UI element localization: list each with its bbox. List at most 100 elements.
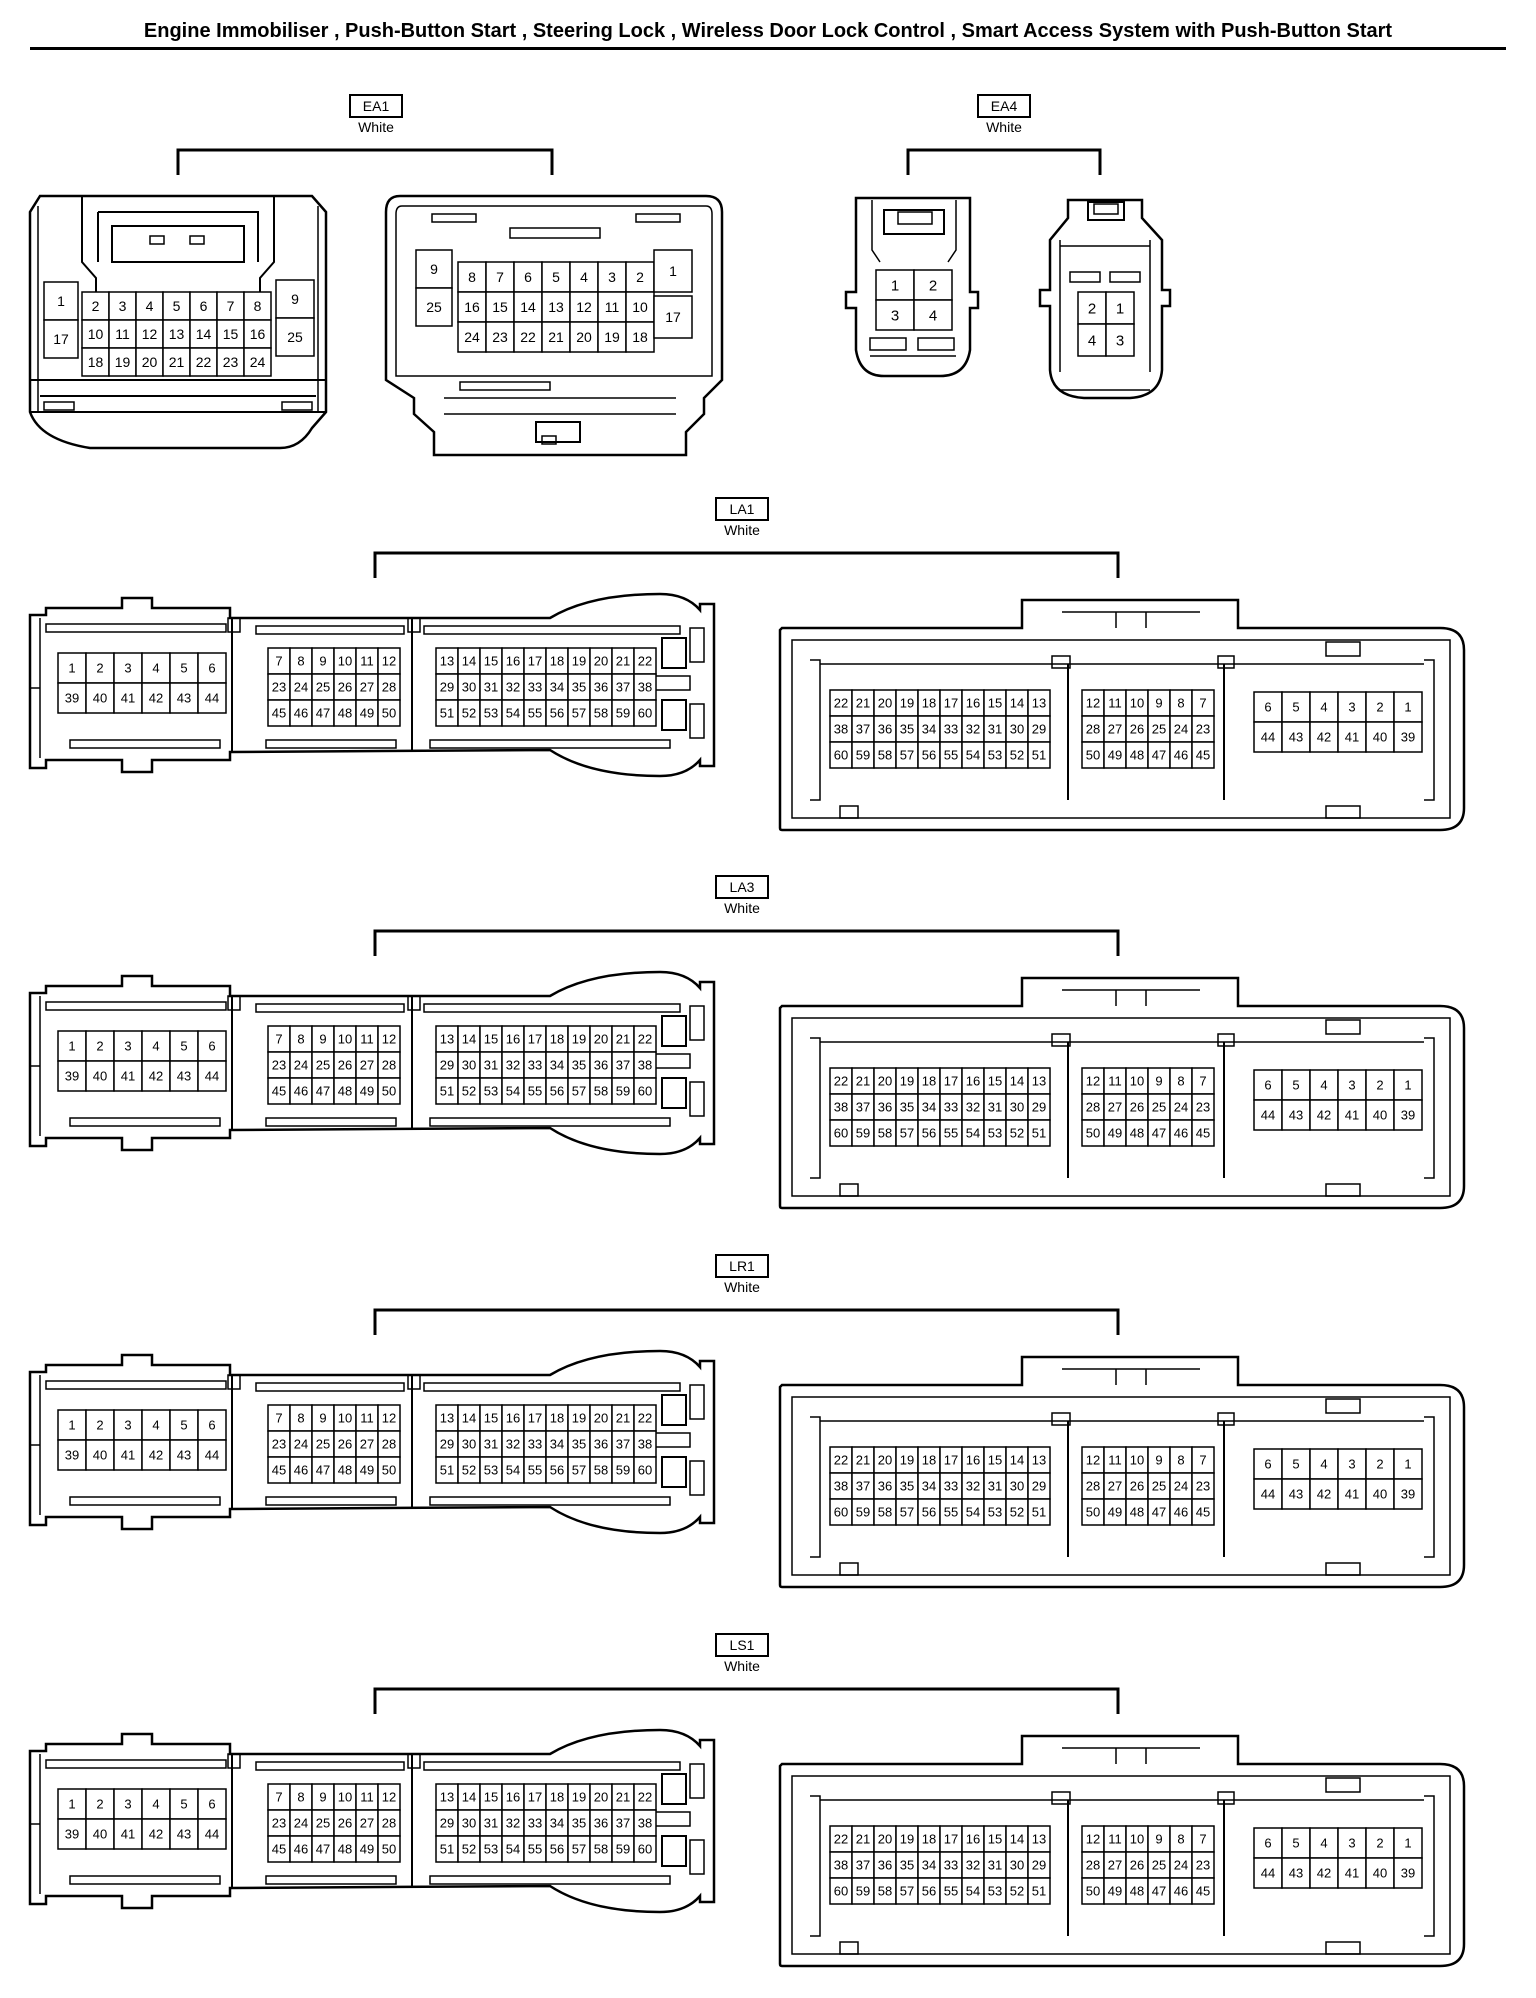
pin-label: 3: [1348, 1078, 1355, 1093]
pin-label: 53: [988, 1884, 1002, 1899]
pin-label: 18: [922, 696, 936, 711]
pin-label: 25: [287, 329, 303, 345]
pin-label: 10: [1130, 1453, 1144, 1468]
pin-label: 18: [550, 1790, 564, 1805]
pin-label: 10: [338, 1790, 352, 1805]
pin-label: 36: [594, 1058, 608, 1073]
pin-label: 10: [338, 654, 352, 669]
pin-label: 15: [988, 696, 1002, 711]
pin-label: 14: [462, 1032, 476, 1047]
pin-label: 42: [149, 1448, 163, 1463]
pin-label: 49: [360, 1842, 374, 1857]
pin-label: 55: [944, 1505, 958, 1520]
pin-label: 39: [1401, 1866, 1415, 1881]
pin-label: 8: [297, 1411, 304, 1426]
connector-color: White: [358, 119, 394, 135]
pin-label: 57: [572, 1084, 586, 1099]
pin-label: 24: [1174, 722, 1188, 737]
pin-label: 58: [594, 1084, 608, 1099]
pin-label: 35: [900, 1858, 914, 1873]
pin-label: 12: [382, 1790, 396, 1805]
pin-label: 2: [929, 277, 937, 294]
pin-label: 1: [68, 661, 75, 676]
pin-label: 1: [1404, 1836, 1411, 1851]
connector-color: White: [724, 1658, 760, 1674]
pin-label: 36: [594, 680, 608, 695]
pin-label: 34: [922, 1858, 936, 1873]
pin-label: 17: [53, 331, 69, 347]
pin-label: 57: [572, 1842, 586, 1857]
pin-label: 7: [1199, 1453, 1206, 1468]
pin-label: 51: [440, 1463, 454, 1478]
pin-label: 42: [1317, 730, 1331, 745]
pin-label: 2: [1376, 700, 1383, 715]
pin-label: 36: [594, 1816, 608, 1831]
pin-label: 33: [528, 1816, 542, 1831]
pin-label: 35: [572, 1437, 586, 1452]
pin-label: 40: [93, 1448, 107, 1463]
pin-label: 8: [468, 269, 476, 285]
pin-label: 12: [1086, 696, 1100, 711]
pin-label: 7: [496, 269, 504, 285]
pin-label: 1: [68, 1418, 75, 1433]
pin-label: 25: [316, 1058, 330, 1073]
pin-label: 5: [180, 1797, 187, 1812]
pin-label: 45: [272, 1842, 286, 1857]
pin-label: 35: [900, 722, 914, 737]
pin-label: 40: [93, 1069, 107, 1084]
pin-label: 22: [834, 1074, 848, 1089]
connector-bracket: [373, 1308, 1120, 1335]
connector-code: LR1: [729, 1258, 755, 1274]
pin-label: 56: [550, 1084, 564, 1099]
pin-label: 58: [878, 1884, 892, 1899]
pin-label: 55: [944, 1884, 958, 1899]
pin-label: 18: [632, 329, 648, 345]
pin-label: 36: [878, 722, 892, 737]
pin-label: 37: [616, 1437, 630, 1452]
pin-label: 57: [900, 748, 914, 763]
pin-label: 6: [1264, 1078, 1271, 1093]
pin-label: 16: [506, 654, 520, 669]
pin-label: 11: [1108, 696, 1122, 711]
pin-label: 55: [528, 1842, 542, 1857]
pin-label: 8: [1177, 1832, 1184, 1847]
pin-label: 52: [1010, 1884, 1024, 1899]
pin-label: 51: [1032, 748, 1046, 763]
pin-label: 11: [360, 1411, 374, 1426]
pin-label: 4: [1320, 1078, 1327, 1093]
pin-label: 59: [616, 1084, 630, 1099]
pin-label: 44: [205, 1069, 219, 1084]
pin-label: 3: [1348, 700, 1355, 715]
pin-label: 47: [1152, 748, 1166, 763]
pin-label: 21: [169, 354, 185, 370]
pin-label: 12: [576, 299, 592, 315]
pin-label: 11: [115, 326, 130, 342]
pin-label: 2: [96, 1797, 103, 1812]
pin-label: 31: [484, 1058, 498, 1073]
pin-label: 42: [149, 1069, 163, 1084]
pin-label: 46: [294, 706, 308, 721]
pin-label: 51: [1032, 1884, 1046, 1899]
pin-label: 9: [1155, 1453, 1162, 1468]
pin-label: 43: [1289, 1487, 1303, 1502]
pin-label: 14: [196, 326, 212, 342]
connector-color: White: [986, 119, 1022, 135]
pin-label: 27: [360, 1058, 374, 1073]
pin-label: 37: [856, 1100, 870, 1115]
pin-label: 33: [944, 1100, 958, 1115]
pin-label: 60: [638, 706, 652, 721]
pin-label: 24: [294, 1058, 308, 1073]
pin-label: 22: [638, 1790, 652, 1805]
pin-label: 17: [944, 696, 958, 711]
pin-label: 21: [856, 1832, 870, 1847]
pin-label: 18: [922, 1453, 936, 1468]
pin-label: 23: [1196, 1479, 1210, 1494]
connector-bracket: [373, 929, 1120, 956]
pin-label: 25: [316, 1437, 330, 1452]
pin-label: 35: [900, 1100, 914, 1115]
pin-label: 7: [1199, 696, 1206, 711]
pin-label: 16: [250, 326, 266, 342]
pin-label: 48: [1130, 748, 1144, 763]
